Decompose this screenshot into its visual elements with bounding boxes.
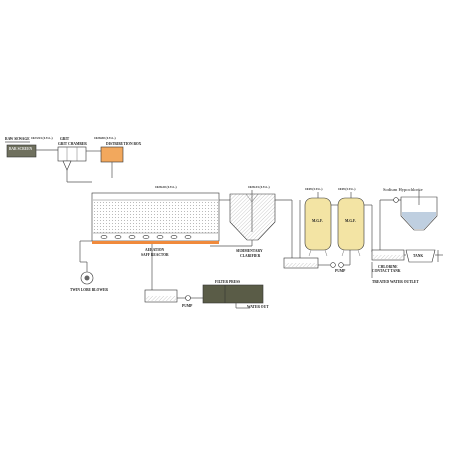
bar-screen-label: BAR SCREEN — [9, 147, 32, 151]
grit-chamber-label-1: GRIT — [60, 137, 70, 141]
treated-tank-label: TANK — [413, 254, 423, 258]
diffuser-row — [100, 235, 192, 239]
filter-vessels: 1049 (I.V.L.) 1049 (I.V.L.) M.G.F. M.G.F… — [304, 187, 373, 257]
treated-outlet-label: TREATED WATER OUTLET — [372, 280, 419, 284]
clarifier-unit: 1028.33 (I.V.L.) SEDIMENTARY CLARIFIER — [210, 185, 292, 258]
mgf-level: 1049 (I.V.L.) — [305, 187, 323, 191]
distribution-box — [100, 146, 124, 163]
acf-vessel — [337, 197, 365, 251]
pump-center-label: PUMP — [335, 269, 346, 273]
blower-unit: TWIN LOBE BLOWER — [70, 240, 153, 292]
grit-chamber-box — [57, 146, 87, 162]
blower-label: TWIN LOBE BLOWER — [70, 288, 108, 292]
pump-center-icon-2 — [338, 262, 344, 268]
acf-level: 1049 (I.V.L.) — [338, 187, 356, 191]
grit-chamber-level: 1023.93 (I.V.L.) — [31, 136, 53, 140]
distribution-box-unit: 1028.80 (I.V.L.) DISTRIBUTION BOX — [67, 136, 142, 183]
clarifier-label-1: SEDIMENTARY — [236, 249, 263, 253]
water-out-label: WATER OUT — [247, 305, 269, 309]
filter-press-unit: PUMP FILTER PRESS WATER OUT — [144, 280, 269, 309]
chlorine-tank-label-1: CHLORINE — [378, 265, 398, 269]
dosing-pump-icon — [393, 197, 399, 203]
grit-chamber-label: GRIT CHAMBER — [58, 142, 87, 146]
treated-tank — [405, 249, 436, 263]
reactor-label-1: AERATION — [145, 248, 165, 252]
chlorine-tank-label-2: CONTACT TANK — [372, 269, 401, 273]
distribution-box-label: DISTRIBUTION BOX — [106, 142, 142, 146]
bar-screen-chamber — [6, 144, 37, 158]
hypochlorite-label: Sodium Hypochlorite — [383, 187, 423, 192]
acf-label: M.G.F. — [345, 219, 356, 223]
intermediate-sump-unit: PUMP — [283, 200, 351, 273]
clarifier-label-2: CLARIFIER — [240, 254, 261, 258]
clarifier-tank — [229, 193, 276, 241]
mgf-label: M.G.F. — [312, 219, 323, 223]
distribution-box-level: 1028.80 (I.V.L.) — [94, 136, 116, 140]
grit-chamber-unit: 1023.93 (I.V.L.) GRIT GRIT CHAMBER — [31, 136, 101, 182]
reactor-level: 1028.20 (I.V.L.) — [155, 185, 177, 189]
reactor-label-2: SAFF REACTOR — [141, 253, 169, 257]
pump-bottom-label: PUMP — [182, 304, 193, 308]
reactor-media — [93, 200, 218, 233]
raw-sewage-label: RAW SEWAGE — [5, 137, 30, 141]
pump-bottom-icon — [185, 295, 191, 301]
pump-center-icon-1 — [330, 262, 336, 268]
filter-press-label: FILTER PRESS — [215, 280, 240, 284]
bar-screen-unit: RAW SEWAGE BAR SCREEN — [5, 137, 58, 158]
chlorination-unit: Sodium Hypochlorite CHLORINE CONTACT TAN… — [371, 187, 443, 284]
reactor-base-stripe — [92, 241, 219, 244]
filter-press — [202, 284, 264, 304]
aeration-reactor-unit: 1028.20 (I.V.L.) AERATION SAFF REACTOR — [91, 185, 230, 257]
clarifier-level: 1028.33 (I.V.L.) — [248, 185, 270, 189]
mgf-vessel — [304, 197, 332, 251]
